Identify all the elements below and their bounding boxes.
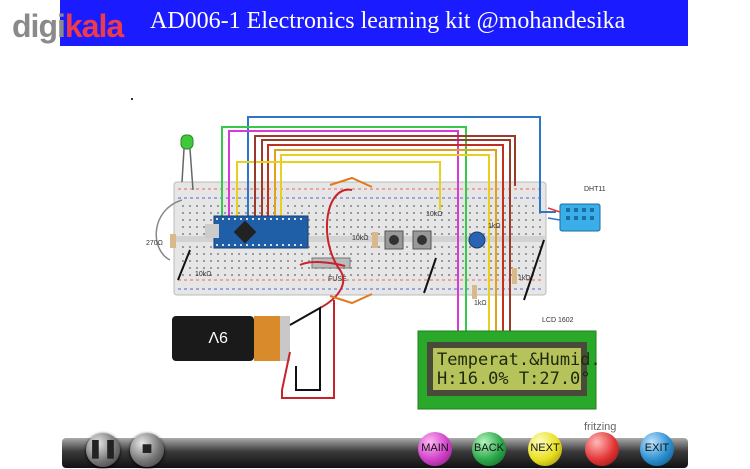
back-button[interactable]: BACK	[472, 432, 506, 466]
next-button[interactable]: NEXT	[528, 432, 562, 466]
arduino-nano	[213, 215, 309, 249]
wire-green	[221, 126, 467, 335]
label-dht11: DHT11	[584, 186, 606, 193]
red-button[interactable]	[585, 432, 619, 466]
potentiometer	[468, 231, 486, 249]
pause-button[interactable]: ❚❚	[86, 433, 120, 467]
label-fuse: FUSE	[328, 276, 347, 283]
battery-wire-red	[281, 300, 335, 399]
led-leg-1	[181, 148, 185, 183]
resistor-10k	[372, 232, 378, 248]
lcd-line-2: H:16.0% T:27.0°	[437, 369, 591, 389]
wire-yellow-2	[236, 161, 441, 218]
led-wire	[155, 199, 183, 261]
exit-button[interactable]: EXIT	[640, 432, 674, 466]
wire-brown-2	[254, 135, 516, 218]
fritzing-label: fritzing	[584, 421, 617, 433]
stop-button[interactable]: ■	[130, 433, 164, 467]
lcd-line-1: Temperat.&Humid.	[437, 350, 601, 370]
label-9v: 9V	[208, 328, 228, 345]
resistor-1k-a	[512, 268, 517, 284]
resistor-270	[170, 234, 176, 248]
label-10k-c: 10kΩ	[426, 211, 443, 218]
control-bar	[62, 438, 688, 468]
wire-blue	[247, 116, 556, 218]
wire-brown-1	[261, 139, 511, 335]
wire-black-3	[523, 239, 545, 301]
label-1k-a: 1kΩ	[518, 275, 531, 282]
label-1k-b: 1kΩ	[474, 300, 487, 307]
breadboard-channel	[174, 236, 546, 242]
resistor-1k-b	[472, 285, 477, 299]
label-10k-a: 10kΩ	[195, 271, 212, 278]
wire-yellow-1	[280, 154, 490, 335]
led-leg-2	[189, 148, 194, 191]
main-button[interactable]: MAIN	[418, 432, 452, 466]
label-270: 270Ω	[146, 240, 163, 247]
label-10k-b: 10kΩ	[352, 235, 369, 242]
wire-red-short	[299, 261, 346, 267]
pause-icon: ❚❚	[87, 438, 119, 458]
stray-dot	[131, 98, 133, 100]
title-bar: AD006-1 Electronics learning kit @mohand…	[60, 0, 688, 46]
usb-port	[205, 224, 219, 238]
digikala-logo: digikala	[12, 8, 124, 44]
wire-orange-bridge-2	[329, 293, 373, 305]
wire-orange-1	[274, 149, 497, 335]
wire-magenta	[228, 130, 459, 335]
label-lcd: LCD 1602	[542, 317, 574, 324]
page-title: AD006-1 Electronics learning kit @mohand…	[150, 8, 626, 34]
led	[180, 134, 194, 150]
wire-black-1	[177, 249, 191, 281]
stop-icon: ■	[141, 438, 153, 458]
battery-wire-black	[289, 306, 321, 391]
wire-red-1	[267, 144, 504, 335]
battery-9v: 9V	[172, 316, 290, 361]
wire-black-2	[423, 257, 437, 294]
label-1k-c: 1kΩ	[488, 223, 501, 230]
wire-orange-bridge	[329, 176, 373, 188]
lcd-screen	[433, 348, 581, 390]
